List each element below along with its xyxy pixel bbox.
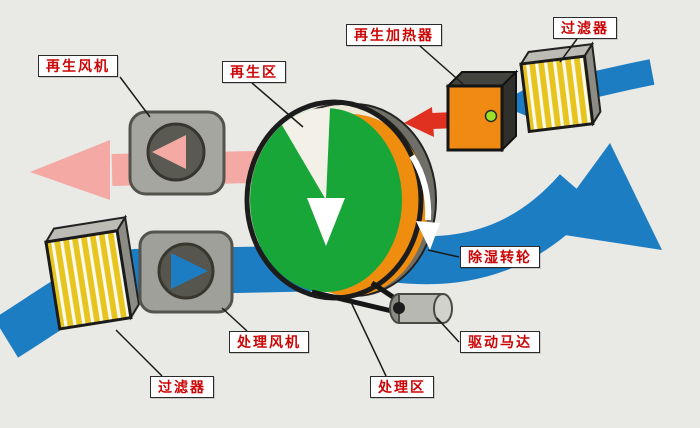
drive-motor-component [311,280,453,324]
label-regen-zone: 再生区 [222,61,286,83]
label-regen-heater: 再生加热器 [346,24,442,46]
filter-bottom-component [44,214,140,331]
label-wheel: 除湿转轮 [460,246,540,268]
regen-sector [282,107,330,200]
regen-fan-component [128,110,226,196]
heater-indicator-light [484,109,498,123]
label-process-zone: 处理区 [370,376,434,398]
filter-top-component [519,41,602,134]
regen-heater [445,69,519,153]
label-process-fan: 处理风机 [229,331,309,353]
wheel-flow-arrow [307,198,345,246]
label-drive-motor: 驱动马达 [460,331,540,353]
motor-pulley [393,302,405,314]
process-fan-component [138,230,234,314]
dehumidifier-wheel-component [244,99,440,301]
fan-flow-arrow [152,135,186,169]
fan-flow-arrow [171,253,208,289]
label-regen-fan: 再生风机 [38,55,118,77]
wheel-rotation-arrow [409,154,432,221]
label-filter-bottom: 过滤器 [150,376,214,398]
leader-lines [115,38,578,377]
label-filter-top: 过滤器 [553,17,617,39]
